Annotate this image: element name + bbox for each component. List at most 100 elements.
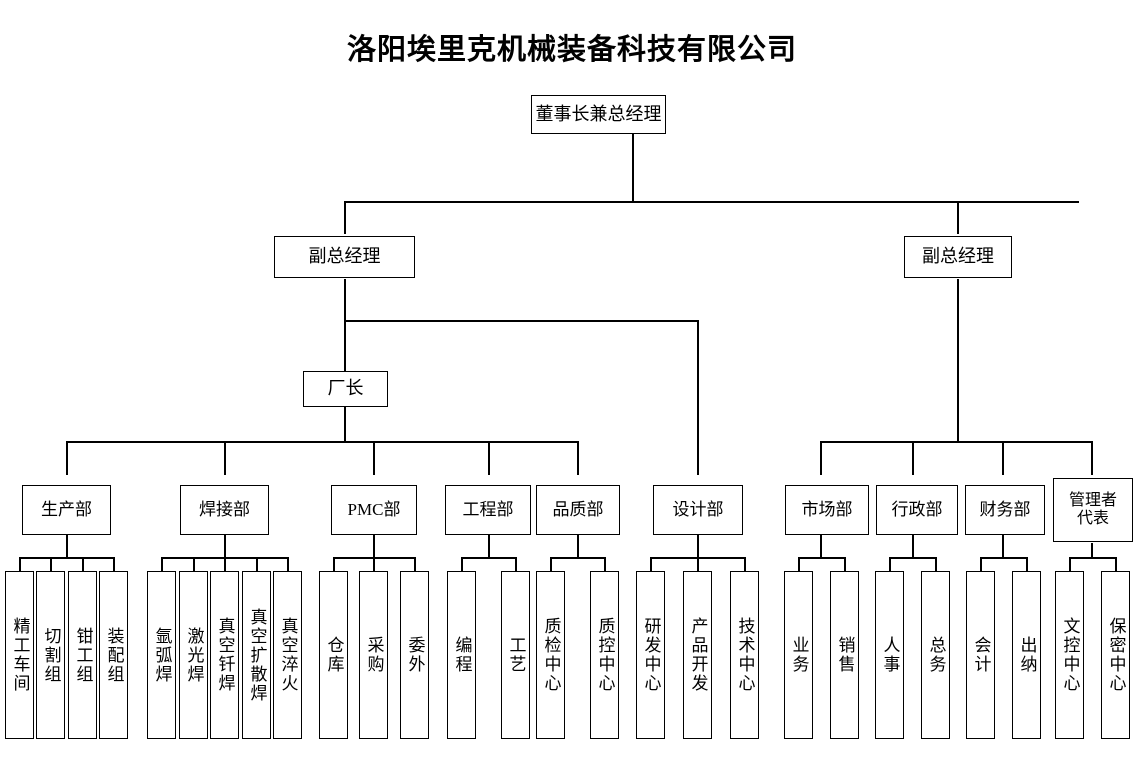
node-leaf-qc-control-label: 质控中心 — [595, 617, 615, 693]
connector-admin-stem — [912, 535, 914, 558]
connector-leaf-drop-16 — [604, 557, 606, 571]
connector-dept-bus-quality — [488, 441, 578, 443]
node-chairman[interactable]: 董事长兼总经理 — [531, 95, 666, 134]
node-leaf-confidential-label: 保密中心 — [1106, 617, 1126, 693]
node-leaf-outsourcing-label: 委外 — [405, 636, 425, 674]
node-leaf-product-dev[interactable]: 产品开发 — [683, 571, 712, 739]
node-leaf-qc-inspection[interactable]: 质检中心 — [536, 571, 565, 739]
connector-leaf-drop-20 — [798, 557, 800, 571]
node-dept-engineering[interactable]: 工程部 — [445, 485, 531, 535]
node-dept-production[interactable]: 生产部 — [22, 485, 111, 535]
node-chairman-label: 董事长兼总经理 — [535, 103, 662, 124]
node-plant-manager[interactable]: 厂长 — [303, 371, 388, 407]
node-leaf-business[interactable]: 业务 — [784, 571, 813, 739]
connector-level2-bus — [344, 201, 1079, 203]
node-leaf-business-label: 业务 — [789, 636, 809, 674]
node-leaf-sales[interactable]: 销售 — [830, 571, 859, 739]
connector-leaf-drop-26 — [1069, 557, 1071, 571]
node-dept-welding[interactable]: 焊接部 — [180, 485, 269, 535]
node-dept-finance[interactable]: 财务部 — [965, 485, 1045, 535]
connector-leaf-drop-5 — [161, 557, 163, 571]
connector-leaf-drop-2 — [50, 557, 52, 571]
node-leaf-cashier-label: 出纳 — [1017, 636, 1037, 674]
connector-admin-bus — [889, 557, 936, 559]
connector-design-drop — [697, 320, 699, 475]
page-title: 洛阳埃里克机械装备科技有限公司 — [346, 34, 797, 66]
connector-welding-drop — [224, 441, 226, 475]
node-leaf-outsourcing[interactable]: 委外 — [400, 571, 429, 739]
node-leaf-vacuum-quench[interactable]: 真空淬火 — [273, 571, 302, 739]
connector-dept-bus-right — [820, 441, 1092, 443]
connector-leaf-drop-24 — [980, 557, 982, 571]
node-leaf-assembly-group[interactable]: 装配组 — [99, 571, 128, 739]
node-vp-left[interactable]: 副总经理 — [274, 236, 415, 278]
connector-vp-right-drop — [957, 201, 959, 234]
connector-finance-drop — [1002, 441, 1004, 475]
connector-leaf-drop-1 — [19, 557, 21, 571]
node-leaf-fitter-group[interactable]: 钳工组 — [68, 571, 97, 739]
node-leaf-cashier[interactable]: 出纳 — [1012, 571, 1041, 739]
connector-mgmtrep-stem — [1091, 543, 1093, 558]
node-dept-pmc[interactable]: PMC部 — [331, 485, 417, 535]
node-dept-pmc-label: PMC部 — [347, 499, 401, 519]
node-dept-design[interactable]: 设计部 — [653, 485, 743, 535]
connector-quality-stem — [577, 535, 579, 558]
connector-leaf-drop-22 — [889, 557, 891, 571]
connector-chairman-stem — [632, 133, 634, 202]
node-dept-management-rep-label-line1: 管理者 — [1068, 492, 1117, 510]
connector-dept-bus-left — [66, 441, 489, 443]
connector-leaf-drop-9 — [287, 557, 289, 571]
node-leaf-tig-welding-label: 氩弧焊 — [152, 626, 172, 684]
node-dept-marketing-label: 市场部 — [801, 499, 853, 519]
node-vp-left-label: 副总经理 — [308, 246, 381, 267]
connector-finance-bus — [980, 557, 1027, 559]
connector-quality-drop — [577, 441, 579, 475]
connector-leaf-drop-4 — [113, 557, 115, 571]
node-leaf-doc-control[interactable]: 文控中心 — [1055, 571, 1084, 739]
connector-mgmtrep-bus — [1069, 557, 1116, 559]
node-leaf-fine-workshop[interactable]: 精工车间 — [5, 571, 34, 739]
connector-production-bus — [19, 557, 114, 559]
node-leaf-purchasing[interactable]: 采购 — [359, 571, 388, 739]
node-dept-engineering-label: 工程部 — [462, 499, 514, 519]
node-leaf-programming[interactable]: 编程 — [447, 571, 476, 739]
node-leaf-confidential[interactable]: 保密中心 — [1101, 571, 1130, 739]
node-leaf-tech-center[interactable]: 技术中心 — [730, 571, 759, 739]
connector-leaf-drop-17 — [650, 557, 652, 571]
node-dept-marketing[interactable]: 市场部 — [785, 485, 869, 535]
node-leaf-qc-control[interactable]: 质控中心 — [590, 571, 619, 739]
node-leaf-accounting[interactable]: 会计 — [966, 571, 995, 739]
node-leaf-vacuum-diffusion[interactable]: 真空扩散焊 — [242, 571, 271, 739]
node-leaf-hr-label: 人事 — [880, 636, 900, 674]
connector-welding-stem — [224, 535, 226, 558]
connector-mgmtrep-drop — [1091, 441, 1093, 475]
node-leaf-rnd-center[interactable]: 研发中心 — [636, 571, 665, 739]
node-dept-management-rep[interactable]: 管理者 代表 — [1053, 478, 1133, 542]
node-leaf-tech-center-label: 技术中心 — [735, 617, 755, 693]
node-leaf-purchasing-label: 采购 — [364, 636, 384, 674]
connector-leaf-drop-6 — [193, 557, 195, 571]
node-leaf-hr[interactable]: 人事 — [875, 571, 904, 739]
connector-vp-right-stem — [957, 279, 959, 442]
connector-leaf-drop-3 — [82, 557, 84, 571]
node-vp-right[interactable]: 副总经理 — [904, 236, 1012, 278]
node-leaf-tig-welding[interactable]: 氩弧焊 — [147, 571, 176, 739]
node-leaf-general-affairs-label: 总务 — [926, 636, 946, 674]
node-leaf-vacuum-brazing[interactable]: 真空钎焊 — [210, 571, 239, 739]
connector-marketing-stem — [820, 535, 822, 558]
node-leaf-assembly-group-label: 装配组 — [104, 626, 124, 684]
node-leaf-cutting-group-label: 切割组 — [41, 626, 61, 684]
node-leaf-cutting-group[interactable]: 切割组 — [36, 571, 65, 739]
node-leaf-laser-welding[interactable]: 激光焊 — [179, 571, 208, 739]
node-dept-quality[interactable]: 品质部 — [536, 485, 620, 535]
node-leaf-process[interactable]: 工艺 — [501, 571, 530, 739]
node-leaf-fine-workshop-label: 精工车间 — [10, 617, 30, 693]
node-vp-right-label: 副总经理 — [922, 246, 994, 267]
node-leaf-general-affairs[interactable]: 总务 — [921, 571, 950, 739]
node-leaf-warehouse[interactable]: 仓库 — [319, 571, 348, 739]
connector-leaf-drop-14 — [515, 557, 517, 571]
node-dept-admin[interactable]: 行政部 — [876, 485, 958, 535]
node-dept-admin-label: 行政部 — [891, 499, 943, 519]
node-plant-manager-label: 厂长 — [327, 378, 364, 399]
